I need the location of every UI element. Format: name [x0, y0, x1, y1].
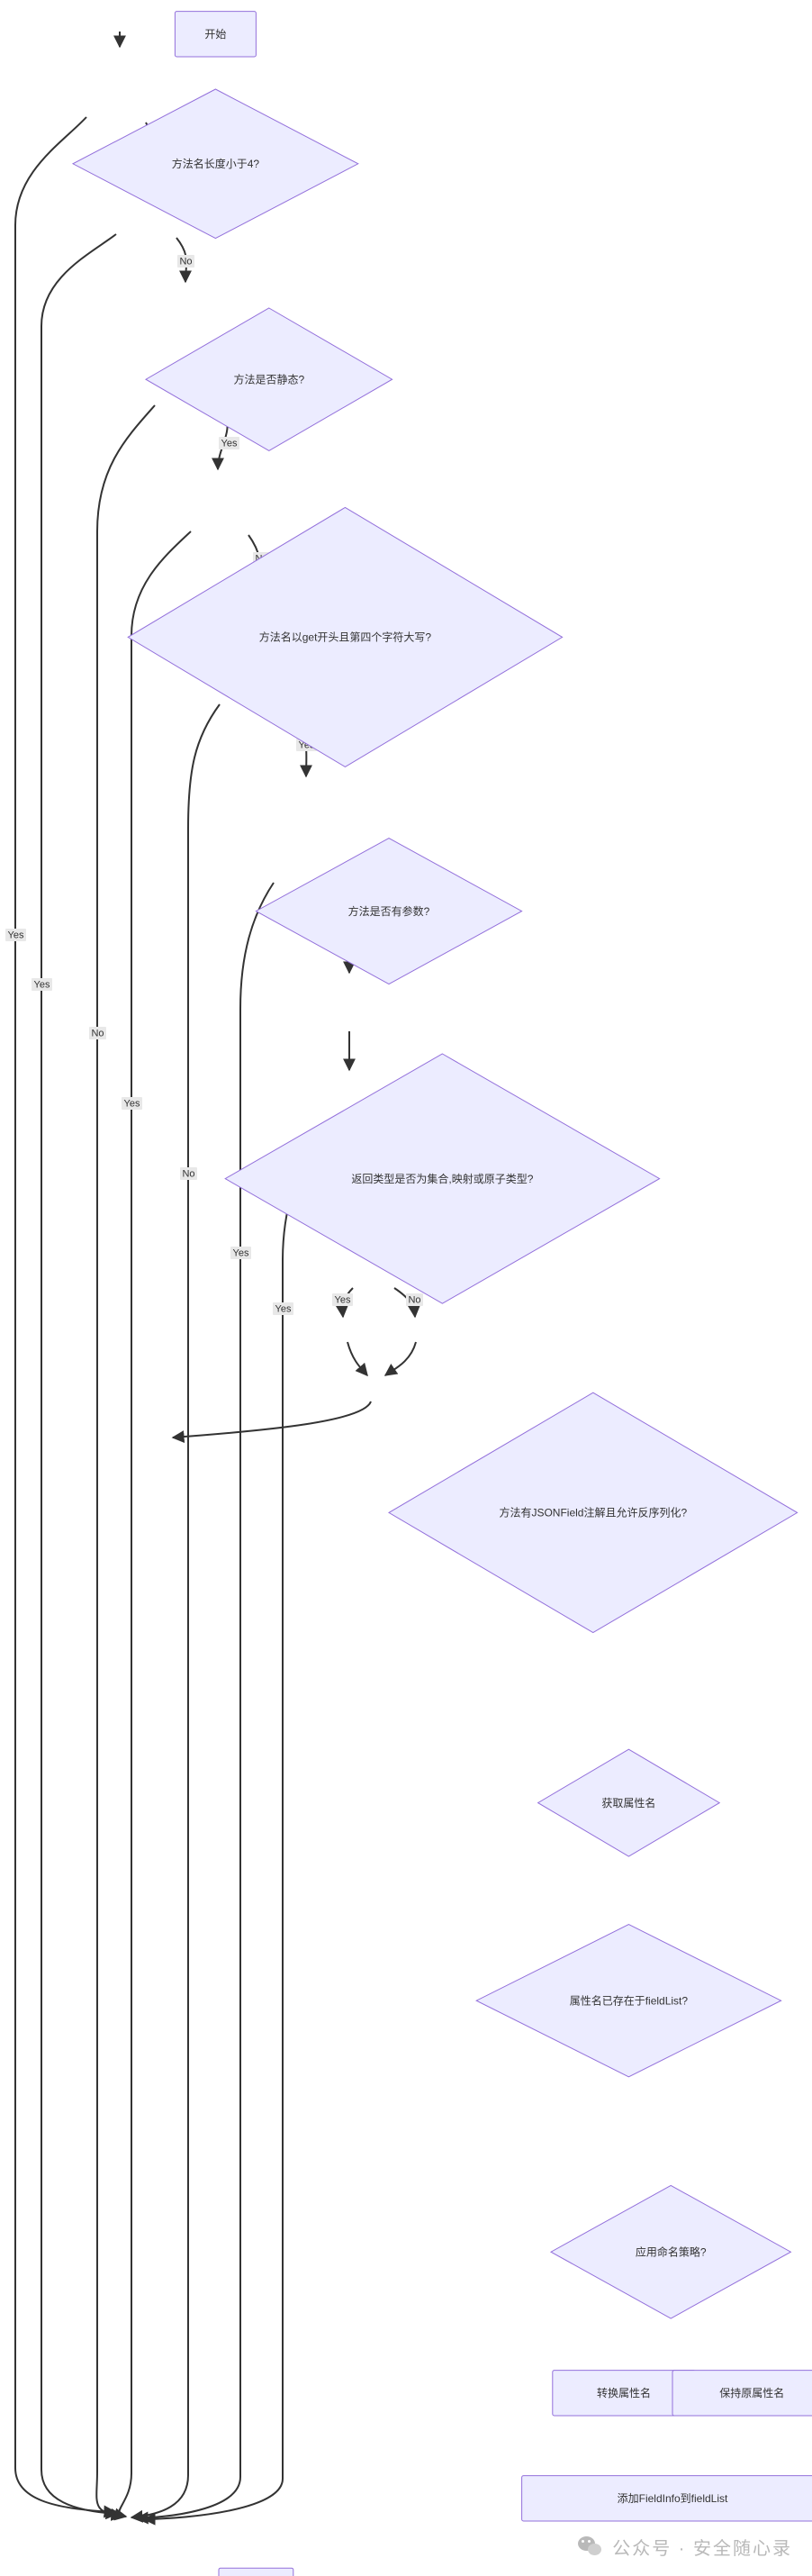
- edge-label: No: [91, 1028, 104, 1039]
- edge-label-getprefix-yes: Yes: [219, 437, 239, 449]
- edge-label: No: [182, 1168, 194, 1179]
- node-label: 方法名以get开头且第四个字符大写?: [259, 630, 432, 644]
- edge-getprefix-no-to-end: [95, 404, 156, 2521]
- node-get-field-name[interactable]: 获取属性名: [537, 1748, 721, 1857]
- node-label: 方法是否有参数?: [348, 904, 430, 918]
- node-has-parameters[interactable]: 方法是否有参数?: [255, 838, 523, 985]
- edge-label: Yes: [221, 438, 238, 449]
- node-get-prefix-uppercase[interactable]: 方法名以get开头且第四个字符大写?: [127, 506, 564, 767]
- node-jsonfield-annotation[interactable]: 方法有JSONField注解且允许反序列化?: [388, 1392, 798, 1634]
- edge-label-hasparam-yes: Yes: [122, 1097, 142, 1110]
- node-is-static[interactable]: 方法是否静态?: [145, 307, 393, 451]
- edge-label-static-no: No: [177, 255, 194, 268]
- node-label: 开始: [204, 28, 226, 41]
- node-keep-original-field-name[interactable]: 保持原属性名: [672, 2370, 812, 2417]
- edge-label-getprefix-no: No: [89, 1027, 106, 1039]
- node-label: 方法有JSONField注解且允许反序列化?: [499, 1506, 687, 1519]
- nodes-layer: 开始 方法名长度小于4? 方法是否静态? 方法名以get开头且第四个字符大写? …: [71, 11, 812, 2576]
- edge-label: No: [408, 1294, 420, 1305]
- edge-addfield-to-end: [171, 1401, 372, 1444]
- node-label: 方法名长度小于4?: [172, 157, 260, 170]
- node-return-type-check[interactable]: 返回类型是否为集合,映射或原子类型?: [224, 1053, 661, 1304]
- watermark-text: 公众号 · 安全随心录: [612, 2539, 792, 2559]
- edge-exists-yes-to-end: [142, 1138, 318, 2526]
- edge-label: Yes: [335, 1294, 351, 1305]
- edge-label-static-yes: Yes: [32, 978, 52, 991]
- node-label: 获取属性名: [601, 1796, 655, 1810]
- edge-label-len4-yes: Yes: [5, 929, 26, 941]
- node-label: 添加FieldInfo到fieldList: [618, 2492, 728, 2505]
- edge-label: No: [179, 256, 192, 267]
- node-label: 属性名已存在于fieldList?: [570, 1993, 689, 2007]
- node-end[interactable]: 结束: [218, 2567, 294, 2576]
- watermark: 公众号 · 安全随心录: [578, 2534, 792, 2560]
- edge-label-rettype-no: No: [180, 1167, 197, 1180]
- node-field-name-exists[interactable]: 属性名已存在于fieldList?: [475, 1924, 782, 2078]
- edge-keep-to-addfield: [383, 1341, 417, 1376]
- edge-jsonfield-yes-to-end: [135, 882, 275, 2525]
- node-method-name-length-lt4[interactable]: 方法名长度小于4?: [71, 88, 359, 240]
- node-apply-naming-strategy[interactable]: 应用命名策略?: [549, 2184, 792, 2319]
- edge-label: Yes: [275, 1303, 292, 1314]
- edge-label-naming-no: No: [406, 1293, 423, 1306]
- edge-hasparam-yes-to-end: [113, 531, 192, 2521]
- node-label: 转换属性名: [597, 2386, 651, 2399]
- node-label: 应用命名策略?: [636, 2245, 707, 2258]
- edge-label: Yes: [8, 930, 24, 940]
- node-add-fieldinfo-to-fieldlist[interactable]: 添加FieldInfo到fieldList: [521, 2475, 812, 2522]
- edge-label: Yes: [34, 979, 50, 990]
- wechat-icon: [578, 2535, 603, 2558]
- node-label: 返回类型是否为集合,映射或原子类型?: [351, 1172, 533, 1185]
- edge-rettype-no-to-end: [130, 703, 221, 2523]
- node-label: 保持原属性名: [719, 2386, 784, 2399]
- node-label: 方法是否静态?: [233, 372, 304, 385]
- edge-label-exists-yes: Yes: [273, 1302, 293, 1315]
- edge-static-yes-to-end: [41, 233, 119, 2520]
- edge-label: Yes: [124, 1098, 140, 1109]
- edge-label: Yes: [233, 1247, 249, 1258]
- edge-len4-yes-to-end: [14, 116, 117, 2518]
- edge-label-jsonfield-yes: Yes: [230, 1247, 251, 1259]
- edge-convert-to-addfield: [347, 1341, 368, 1377]
- node-start[interactable]: 开始: [174, 11, 257, 58]
- edge-label-naming-yes: Yes: [332, 1293, 353, 1306]
